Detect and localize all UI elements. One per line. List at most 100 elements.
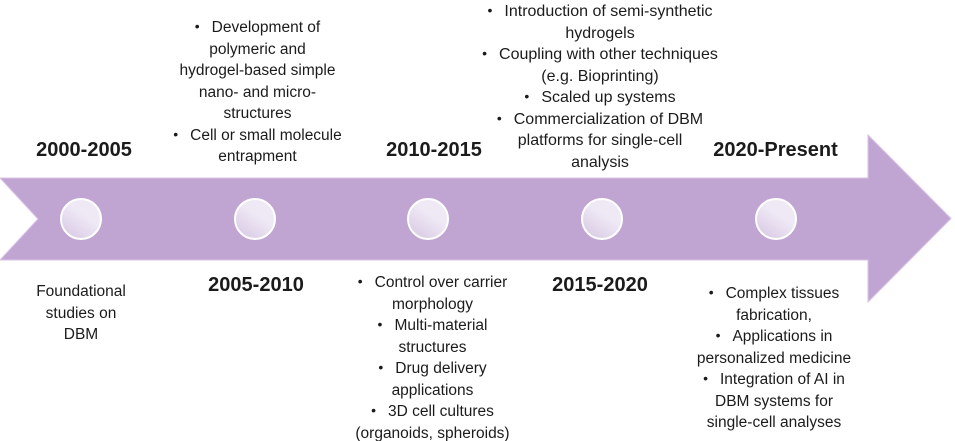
note-line: analysis	[458, 152, 742, 174]
note-text: 3D cell cultures	[387, 403, 494, 420]
bullet-icon: •	[377, 316, 383, 332]
note-text: personalized medicine	[696, 349, 852, 367]
note-text: fabrication,	[736, 306, 812, 324]
note-text: Scaled up systems	[541, 89, 676, 106]
milestone-dot	[60, 198, 102, 240]
bullet-icon: •	[524, 88, 530, 104]
bullet-icon: •	[173, 125, 179, 142]
milestone-dot	[581, 198, 623, 240]
note-text: hydrogel-based simple	[179, 62, 336, 79]
bullet-icon: •	[378, 359, 384, 375]
note-item: • Control over carrier morphology	[330, 272, 535, 315]
note-text: Development of	[211, 19, 321, 36]
note-text: (organoids, spheroids)	[355, 424, 510, 441]
note-line: hydrogel-based simple	[150, 60, 365, 82]
bullet-icon: •	[708, 284, 714, 300]
note-item: Foundational studies on DBM	[20, 281, 142, 346]
note-text: Introduction of semi-synthetic	[504, 3, 713, 20]
note-line: (e.g. Bioprinting)	[458, 66, 742, 88]
note-text: Integration of AI in	[719, 371, 845, 388]
note-text: DBM systems for	[715, 392, 833, 410]
note-text: Complex tissues	[725, 285, 840, 302]
note-line: •Coupling with other techniques	[458, 44, 742, 66]
top-left-notes: • Development of polymeric and hydrogel-bas…	[150, 17, 365, 168]
milestone-dot	[234, 198, 276, 240]
bullet-icon: •	[357, 273, 363, 289]
note-line: • 3D cell cultures	[330, 401, 535, 423]
bottom-middle-notes: • Control over carrier morphology • Multi-ma…	[330, 272, 535, 441]
bottom-left-notes: Foundational studies on DBM	[20, 281, 142, 346]
note-text: structures	[223, 105, 292, 122]
note-line: •Drug delivery	[330, 358, 535, 380]
note-text: Control over carrier	[374, 274, 508, 291]
note-text: Commercialization of DBM	[513, 110, 704, 128]
note-line: morphology	[330, 294, 535, 316]
note-line: applications	[330, 380, 535, 402]
bullet-icon: •	[194, 18, 200, 34]
note-text: morphology	[392, 295, 473, 313]
bullet-icon: •	[703, 370, 708, 386]
note-line: • Introduction of semi-synthetic	[458, 1, 742, 23]
note-text: structures	[398, 338, 467, 356]
note-text: Coupling with other techniques	[499, 46, 718, 63]
note-text: polymeric and	[209, 40, 306, 58]
note-item: • Commercialization of DBM platforms for s…	[458, 109, 742, 174]
note-line: platforms for single-cell	[458, 130, 742, 152]
bullet-icon: •	[496, 109, 502, 126]
milestone-dot	[407, 198, 449, 240]
note-item: • Complex tissues fabrication,	[658, 283, 890, 326]
note-line: • Scaled up systems	[458, 87, 742, 109]
note-item: •Coupling with other techniques(e.g. Bio…	[458, 44, 742, 87]
note-line: (organoids, spheroids)	[330, 423, 535, 441]
note-text: entrapment	[218, 148, 297, 165]
period-label-2015-2020: 2015-2020	[552, 274, 648, 296]
note-line: structures	[330, 337, 535, 359]
note-line: • Control over carrier	[330, 272, 535, 294]
milestone-dot	[755, 198, 797, 240]
note-item: • Scaled up systems	[458, 87, 742, 109]
note-line: structures	[150, 103, 365, 125]
note-text: studies on	[45, 304, 117, 322]
note-line: • Multi-material	[330, 315, 535, 337]
note-text: Cell or small molecule	[190, 126, 342, 144]
note-item: • 3D cell cultures (organoids, spheroids)	[330, 401, 535, 441]
note-line: • Development of	[150, 17, 365, 39]
note-text: Applications in	[732, 328, 833, 345]
note-text: platforms for single-cell	[517, 132, 683, 149]
bullet-icon: •	[715, 327, 721, 343]
note-line: personalized medicine	[658, 348, 890, 370]
note-line: entrapment	[150, 146, 365, 168]
bullet-icon: •	[371, 402, 376, 418]
note-line: polymeric and	[150, 39, 365, 61]
note-text: Multi-material	[394, 317, 488, 334]
period-label-2020-present: 2020-Present	[713, 139, 838, 161]
note-line: • Applications in	[658, 326, 890, 348]
note-item: • Introduction of semi-synthetic hydrogels	[458, 1, 742, 44]
note-item: • Development of polymeric and hydrogel-bas…	[150, 17, 365, 125]
note-text: hydrogels	[565, 24, 635, 42]
note-line: nano- and micro-	[150, 82, 365, 104]
note-line: hydrogels	[458, 23, 742, 45]
period-label-2000-2005: 2000-2005	[36, 139, 132, 161]
note-line: • Integration of AI in	[658, 369, 890, 391]
note-text: (e.g. Bioprinting)	[541, 67, 659, 85]
note-line: studies on	[20, 303, 142, 325]
note-item: • Multi-material structures	[330, 315, 535, 358]
note-text: DBM	[63, 326, 99, 343]
period-label-2005-2010: 2005-2010	[208, 274, 304, 296]
note-text: single-cell analyses	[706, 414, 842, 431]
note-line: single-cell analyses	[658, 412, 890, 434]
note-text: nano- and micro-	[198, 83, 317, 101]
note-text: analysis	[571, 153, 629, 171]
note-text: applications	[391, 381, 474, 399]
timeline-arrow-shape	[0, 133, 952, 304]
note-line: DBM	[20, 324, 142, 346]
note-text: Foundational	[36, 283, 126, 300]
note-item: • Cell or small molecule entrapment	[150, 125, 365, 168]
bullet-icon: •	[487, 2, 493, 18]
note-item: • Applications in personalized medicine	[658, 326, 890, 369]
note-line: • Commercialization of DBM	[458, 109, 742, 131]
